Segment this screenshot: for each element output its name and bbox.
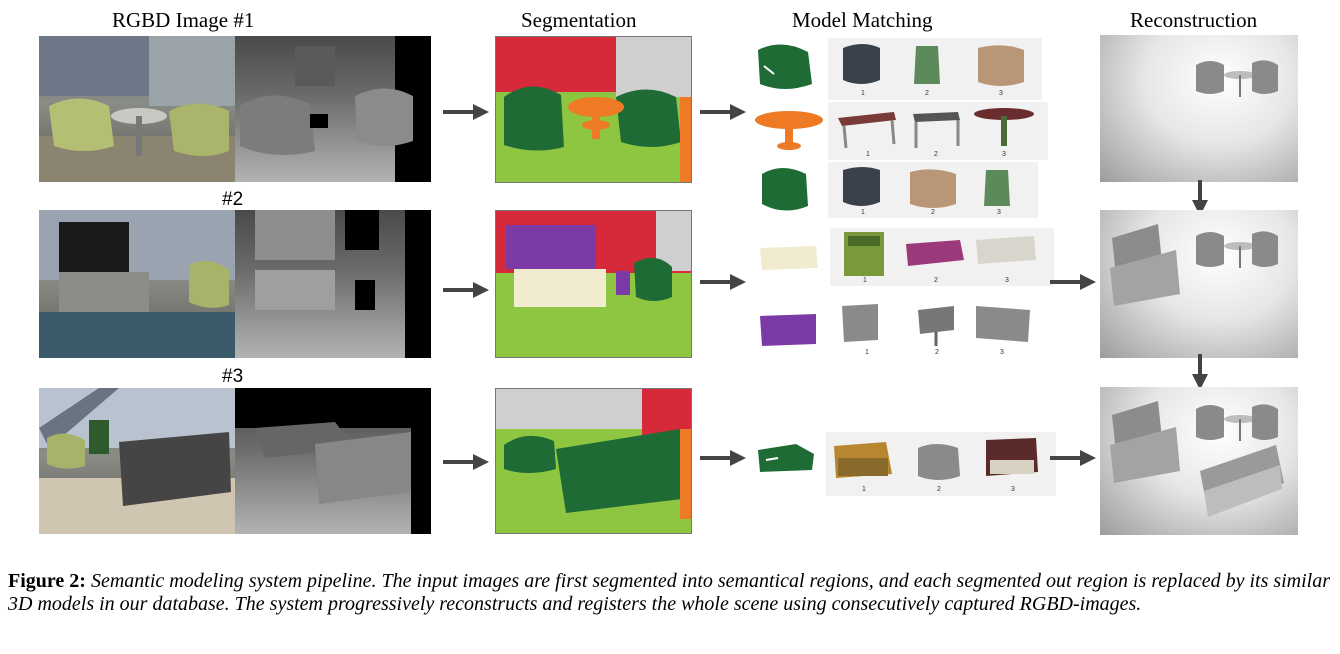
arrow-icon [700, 450, 746, 466]
rank-number: 3 [1011, 486, 1015, 493]
model-candidates-table-1: 1 2 3 [828, 102, 1048, 160]
reconstruction-image-2 [1100, 210, 1298, 358]
rank-number: 3 [1000, 349, 1004, 356]
depth-image-1 [235, 36, 431, 182]
rank-number: 1 [866, 151, 870, 158]
reconstruction-image-3 [1100, 387, 1298, 535]
segment-table-1 [752, 104, 826, 152]
model-candidates-sofa: 1 2 3 [826, 432, 1056, 496]
figure-caption: Figure 2: Semantic modeling system pipel… [8, 570, 1334, 616]
model-candidates-chair-1: 1 2 3 [828, 38, 1042, 100]
figure-label: Figure 2: [8, 570, 86, 592]
segment-tv [758, 312, 818, 348]
rgb-image-3 [39, 388, 235, 534]
segmentation-image-1 [495, 36, 692, 183]
rank-number: 3 [1005, 277, 1009, 284]
depth-image-2 [235, 210, 431, 358]
segmentation-image-3 [495, 388, 692, 534]
rank-number: 1 [865, 349, 869, 356]
segment-sofa [756, 440, 816, 474]
reconstruction-image-1 [1100, 35, 1298, 182]
arrow-icon [443, 104, 489, 120]
rank-number: 3 [1002, 151, 1006, 158]
arrow-icon [443, 282, 489, 298]
arrow-icon [1050, 274, 1096, 290]
arrow-icon [700, 274, 746, 290]
depth-image-3 [235, 388, 431, 534]
header-segmentation: Segmentation [521, 8, 637, 32]
row-label-2: #2 [222, 189, 244, 210]
model-candidates-chair-2: 1 2 3 [828, 162, 1038, 218]
rank-number: 2 [935, 349, 939, 356]
arrow-icon [1050, 450, 1096, 466]
caption-text: Semantic modeling system pipeline. The i… [8, 570, 1331, 615]
down-arrow-icon [1192, 354, 1208, 390]
rank-number: 2 [934, 277, 938, 284]
rgb-image-1 [39, 36, 235, 182]
row-label-3: #3 [222, 366, 244, 387]
arrow-icon [443, 454, 489, 470]
rank-number: 1 [861, 209, 865, 216]
rank-number: 1 [863, 277, 867, 284]
segment-chair-1 [752, 40, 818, 92]
rank-number: 3 [999, 90, 1003, 97]
header-model-matching: Model Matching [792, 8, 933, 32]
rank-number: 2 [934, 151, 938, 158]
rank-number: 2 [925, 90, 929, 97]
rank-number: 2 [937, 486, 941, 493]
segment-chair-2 [754, 160, 814, 216]
segmentation-image-2 [495, 210, 692, 358]
rank-number: 2 [931, 209, 935, 216]
rank-number: 3 [997, 209, 1001, 216]
header-reconstruction: Reconstruction [1130, 8, 1258, 32]
arrow-icon [700, 104, 746, 120]
model-candidates-cabinet: 1 2 3 [830, 228, 1054, 286]
header-rgbd-image: RGBD Image #1 [112, 8, 255, 32]
model-candidates-tv: 1 2 3 [830, 300, 1044, 358]
rank-number: 1 [862, 486, 866, 493]
rank-number: 1 [861, 90, 865, 97]
segment-cabinet [758, 242, 820, 274]
down-arrow-icon [1192, 180, 1208, 216]
rgb-image-2 [39, 210, 235, 358]
